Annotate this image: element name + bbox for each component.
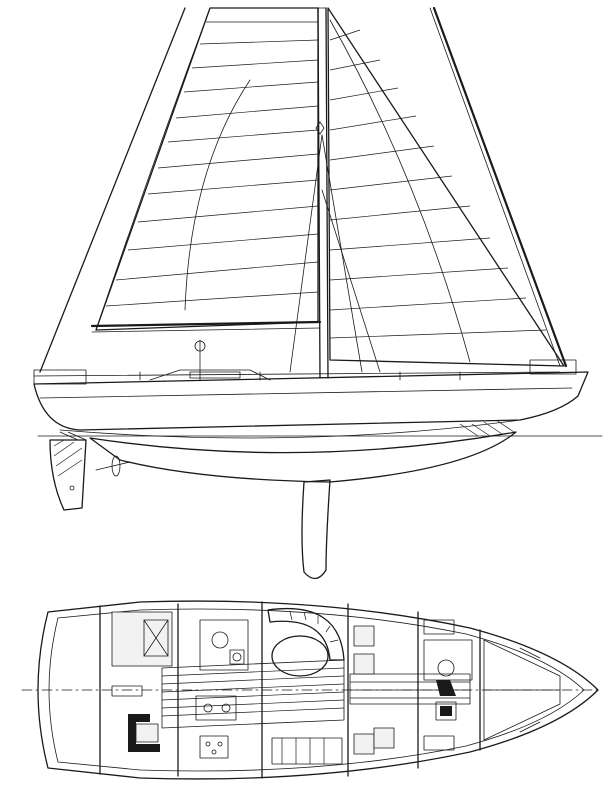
saloon [267,608,345,765]
v-berth [483,639,561,741]
keel [301,479,331,580]
galley [195,695,237,759]
forward-head [423,639,473,721]
aft-head [199,619,249,671]
deck-hardware [33,339,577,385]
aft-cabin [111,611,173,752]
forestay-inner [429,7,561,367]
sail-plan-profile [33,6,603,580]
forward-lockers [353,625,395,755]
bulkheads [99,601,481,779]
forestay [432,6,568,368]
rudder [49,439,87,511]
accommodation-plan [21,600,599,780]
deck-outline [37,600,599,780]
mainsail [90,7,322,333]
boom [90,320,322,328]
hull [33,371,589,441]
fittings [111,619,455,751]
underwater-hull [89,431,517,483]
propeller [95,455,131,477]
genoa [327,7,565,367]
backstay [39,7,186,373]
